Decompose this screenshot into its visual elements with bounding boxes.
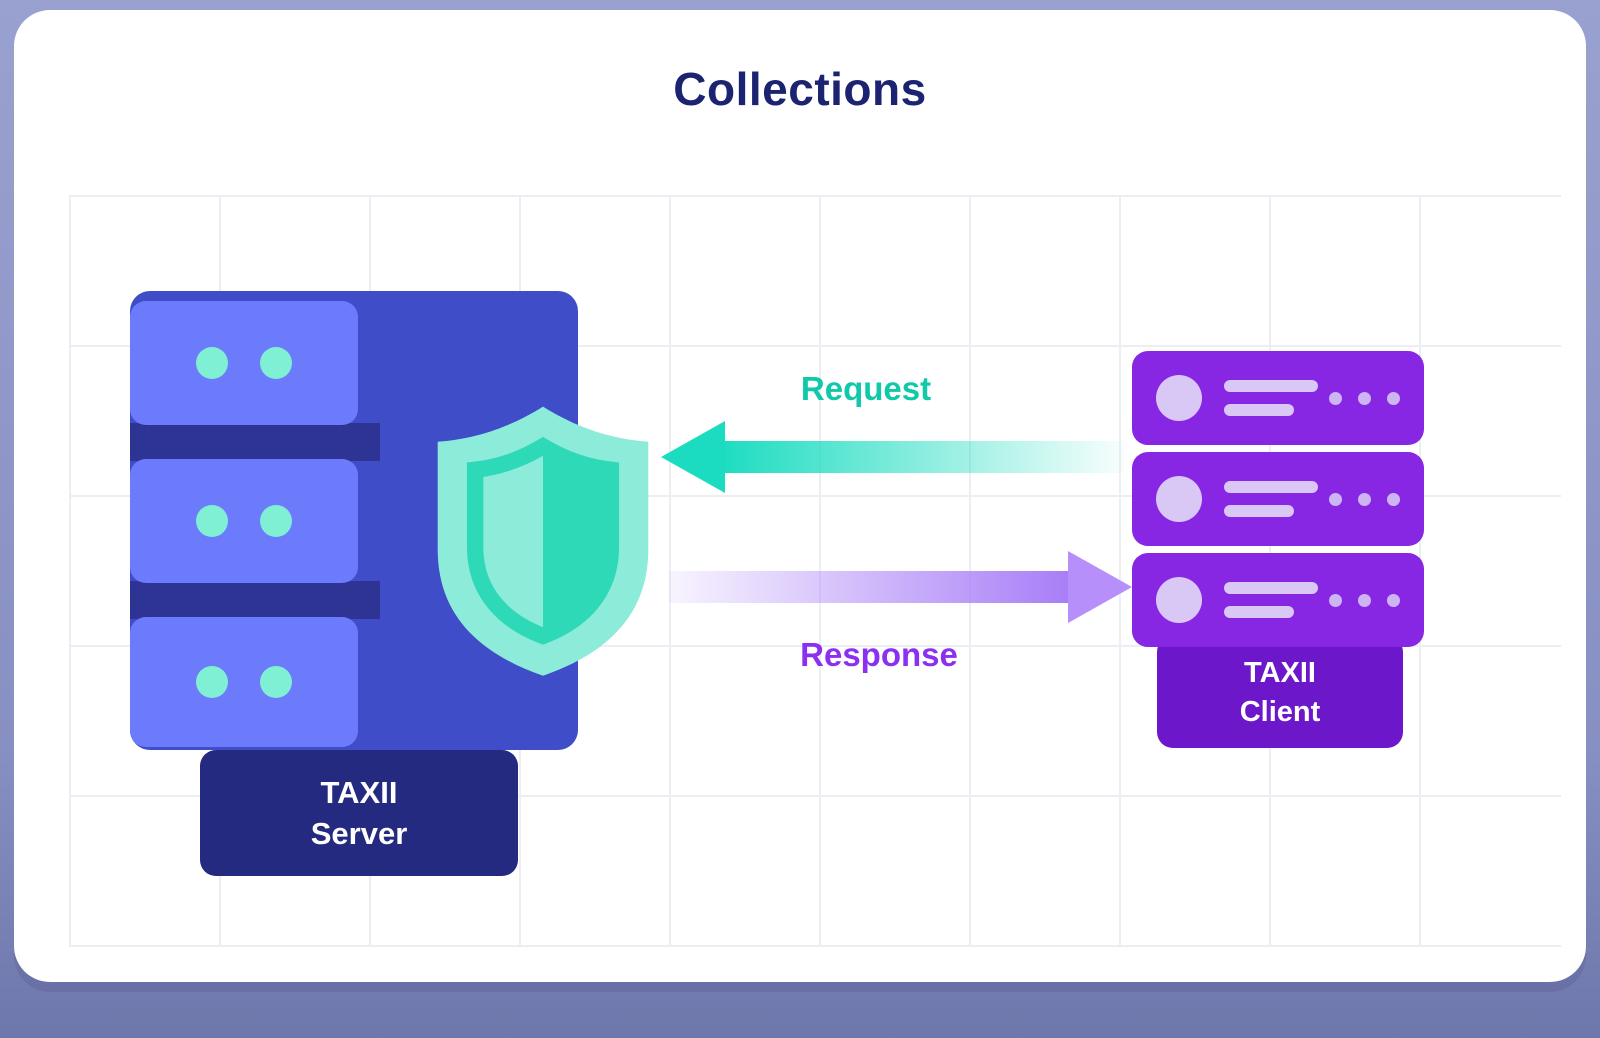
data-bars: [1224, 582, 1318, 618]
client-unit: [1132, 452, 1424, 546]
collections-diagram: Collections TAXII Server: [14, 10, 1586, 982]
status-dots: [1329, 593, 1400, 607]
indicator-light: [1156, 476, 1202, 522]
led-dot: [260, 505, 292, 537]
server-label-line1: TAXII: [320, 775, 398, 810]
request-label: Request: [800, 370, 932, 407]
request-arrow: [661, 421, 1124, 493]
client-label-box: TAXII Client: [1157, 636, 1403, 748]
diagram-title: Collections: [673, 63, 927, 115]
server-label-line2: Server: [310, 816, 408, 851]
client-label-line1: TAXII: [1244, 657, 1316, 689]
data-bar: [1224, 606, 1294, 618]
data-bar: [1224, 404, 1294, 416]
indicator-light: [1156, 375, 1202, 421]
data-bar: [1224, 380, 1318, 392]
server-unit-gap: [130, 423, 380, 461]
status-dot: [1358, 391, 1371, 405]
response-arrow: [669, 551, 1132, 623]
status-dot: [1329, 492, 1342, 506]
data-bars: [1224, 380, 1318, 416]
status-dot: [1387, 492, 1400, 506]
data-bar: [1224, 481, 1318, 493]
status-dot: [1329, 391, 1342, 405]
server-unit: [130, 459, 358, 583]
led-dot: [196, 666, 228, 698]
status-dots: [1329, 391, 1400, 405]
status-dot: [1387, 391, 1400, 405]
status-dot: [1358, 593, 1371, 607]
diagram-card: Collections TAXII Server: [14, 10, 1586, 982]
server-label-box: TAXII Server: [200, 750, 518, 876]
led-dot: [260, 666, 292, 698]
status-dot: [1387, 593, 1400, 607]
server-unit: [130, 617, 358, 747]
status-dot: [1358, 492, 1371, 506]
data-bars: [1224, 481, 1318, 517]
client-unit: [1132, 351, 1424, 445]
status-dots: [1329, 492, 1400, 506]
server-unit-gap: [130, 581, 380, 619]
led-dot: [260, 347, 292, 379]
client-label-line2: Client: [1239, 696, 1321, 728]
client-unit: [1132, 553, 1424, 647]
response-label: Response: [800, 636, 958, 673]
led-dot: [196, 505, 228, 537]
data-bar: [1224, 505, 1294, 517]
status-dot: [1329, 593, 1342, 607]
shield-icon: [437, 406, 649, 676]
server-unit: [130, 301, 358, 425]
led-dot: [196, 347, 228, 379]
data-bar: [1224, 582, 1318, 594]
indicator-light: [1156, 577, 1202, 623]
